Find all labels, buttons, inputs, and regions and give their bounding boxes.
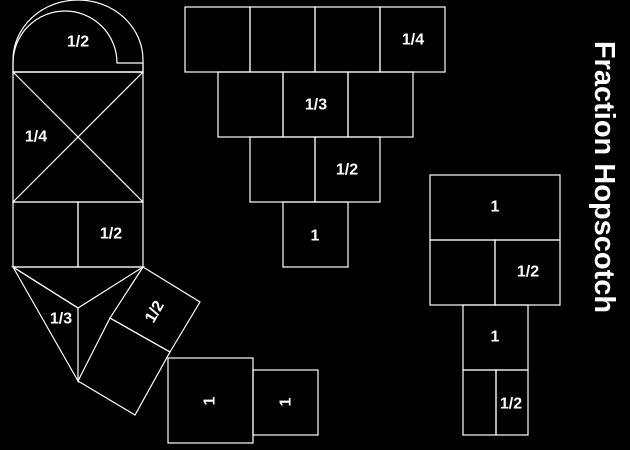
left-hopscotch-board: 1/2 1/4 1/2 1/3 1/2 1 1 [10,0,319,444]
left-square-b [252,369,319,436]
left-arch-label: 1/2 [67,34,89,51]
right-hopscotch-board: 1 1/2 1 1/2 [429,174,561,436]
middle-row4-cell [282,201,349,268]
diagram-title: Fraction Hopscotch [588,41,620,313]
left-tilted-box-lower [77,317,171,416]
middle-row2-label: 1/3 [305,97,327,114]
right-bottom-label: 1/2 [500,396,522,413]
left-tilted-box-label: 1/2 [142,298,168,326]
left-triangle-left [12,266,79,384]
right-middle-label: 1 [491,329,500,346]
middle-row2-cell3 [347,71,414,138]
right-row2-label: 1/2 [517,264,539,281]
left-x-diagonal-b [12,71,144,203]
middle-row1-cell3 [314,6,381,73]
left-arch-outline [12,0,144,73]
left-x-box-label: 1/4 [25,129,47,146]
left-triangle-label: 1/3 [50,311,72,328]
right-bottom-right [495,369,529,436]
left-box-left [12,201,79,268]
middle-row1-cell2 [249,6,316,73]
left-square-b-label: 1 [278,397,295,406]
middle-row3-label: 1/2 [336,162,358,179]
right-row2-left [429,239,496,306]
middle-row4-label: 1 [311,228,320,245]
right-top-label: 1 [491,199,500,216]
middle-row1-cell1 [184,6,251,73]
middle-hopscotch-board: 1/4 1/3 1/2 1 [184,6,446,268]
left-top-arch-cell [12,10,144,73]
right-bottom-left [462,369,497,436]
left-square-a-label: 1 [202,396,219,405]
middle-row1-label: 1/4 [402,32,424,49]
middle-row3-cell1 [249,136,316,203]
left-right-box-label: 1/2 [100,226,122,243]
middle-row2-cell1 [217,71,284,138]
